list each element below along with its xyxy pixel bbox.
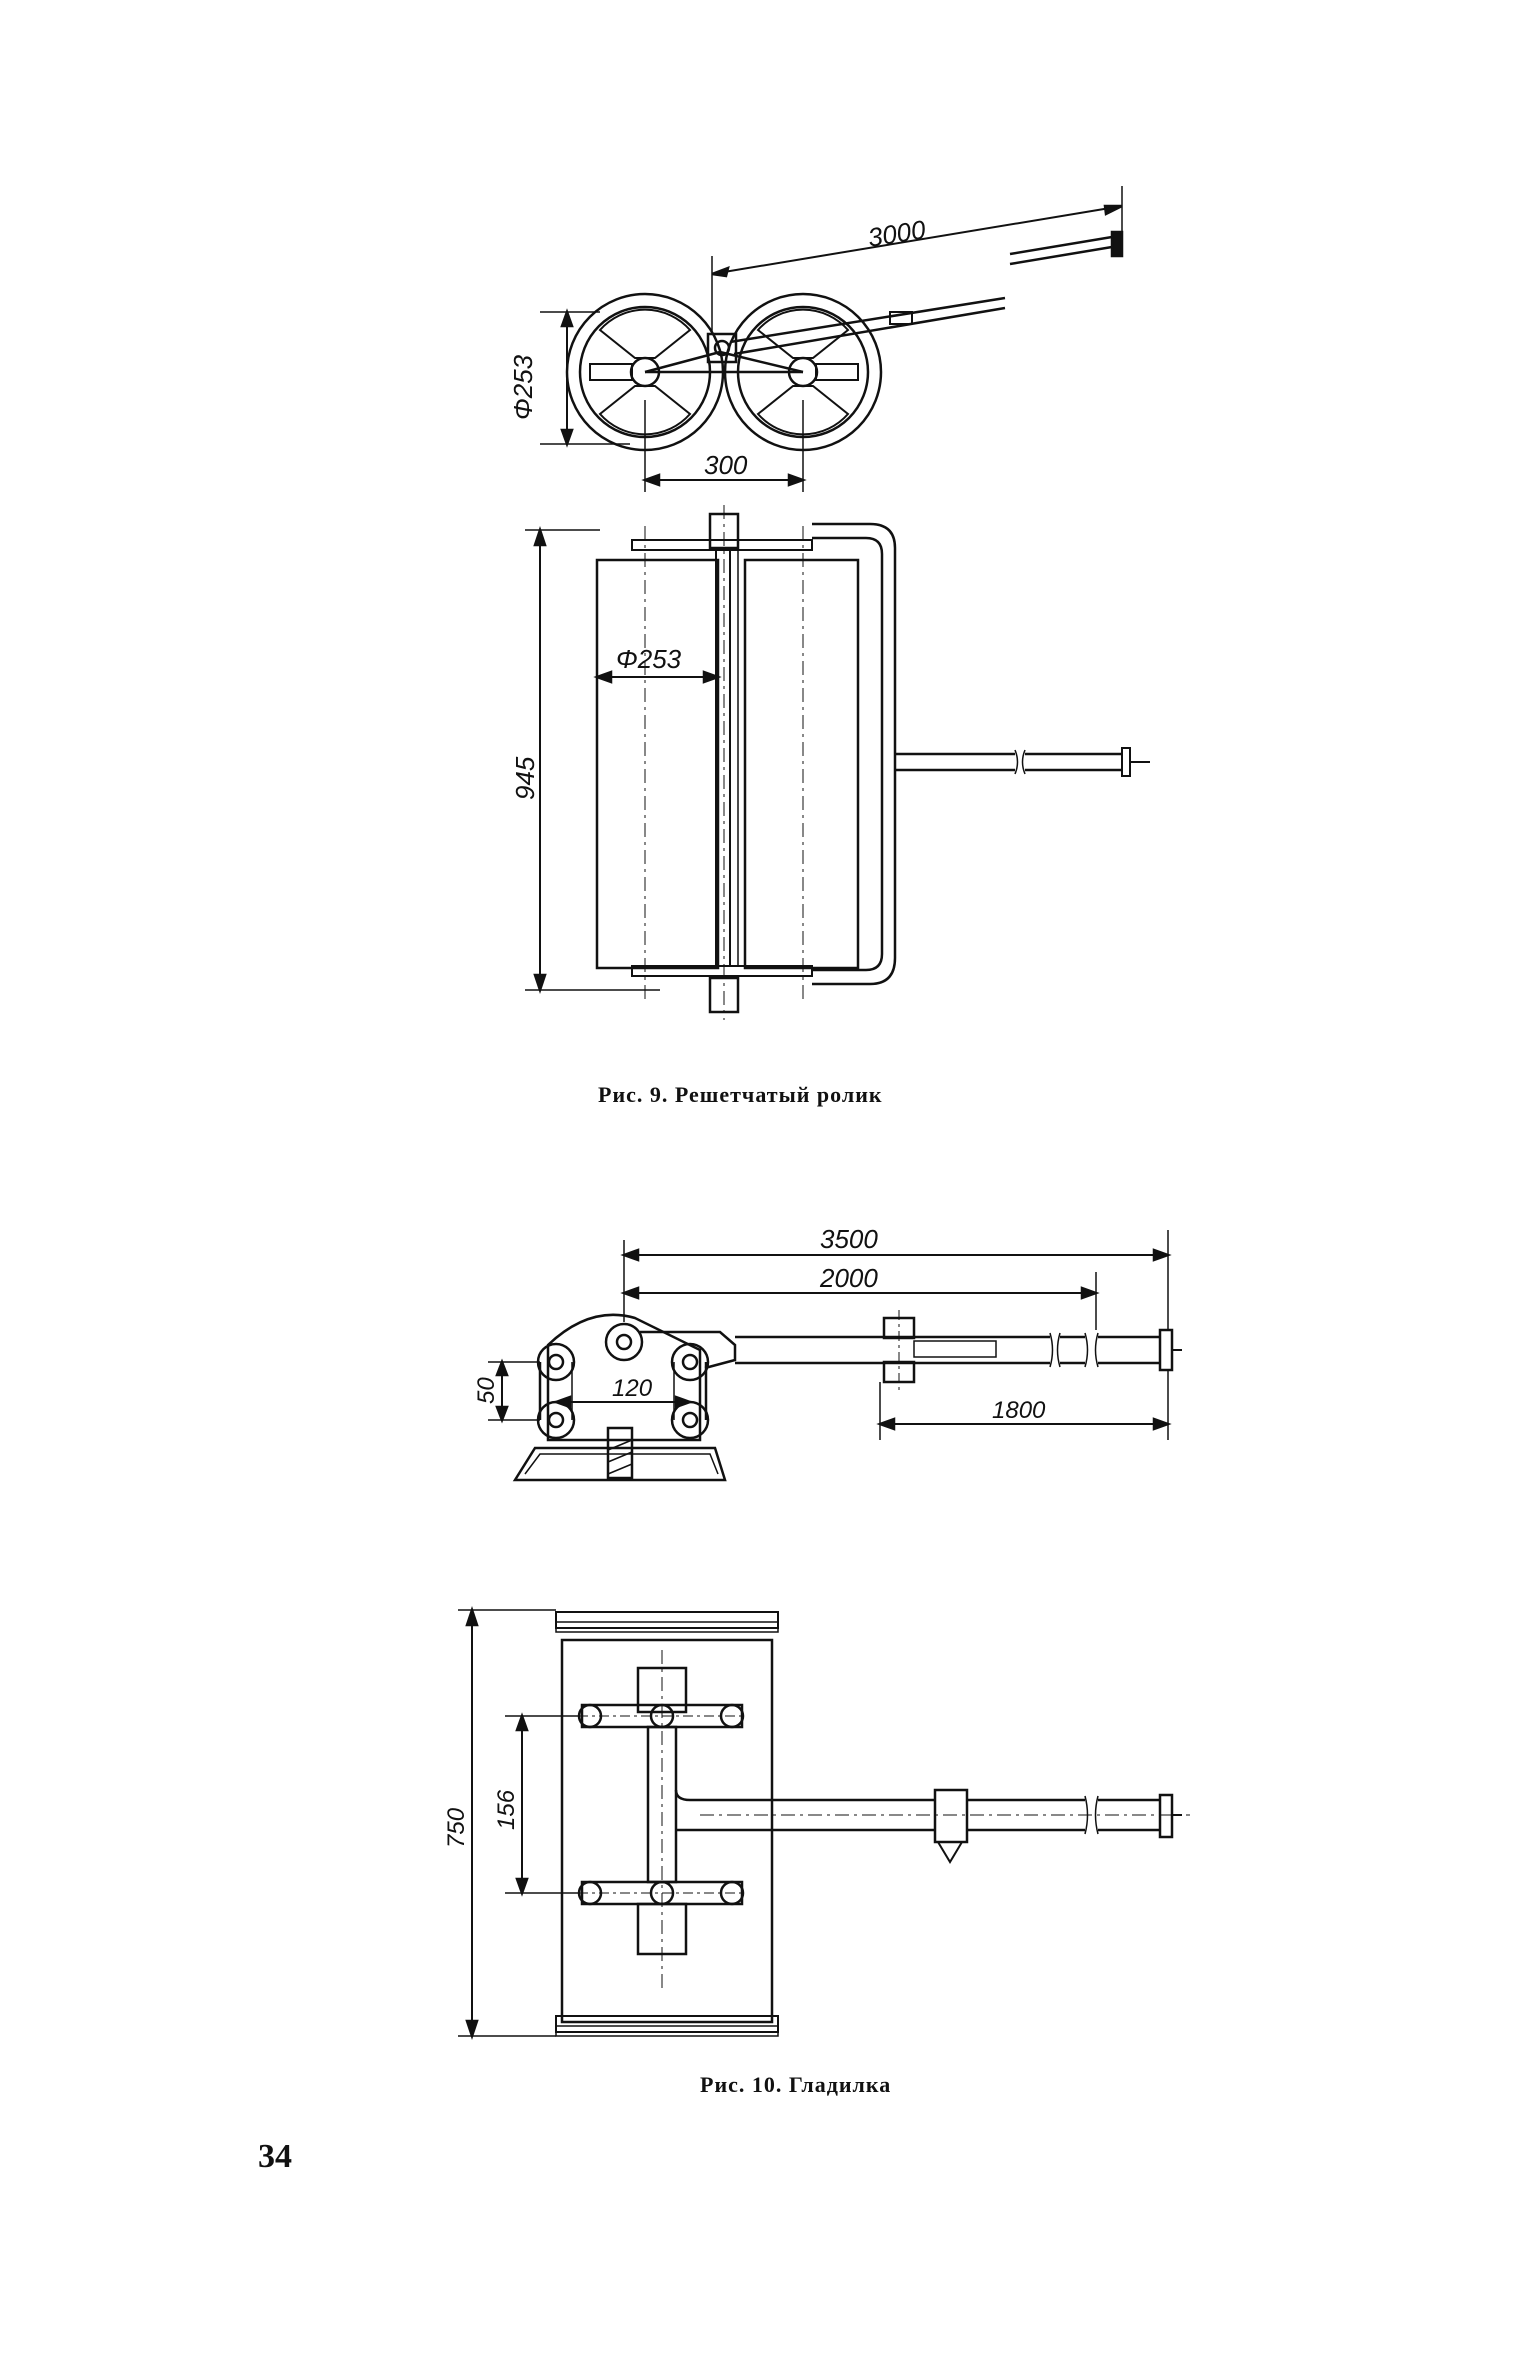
fig10-dim-grip-length: 1800 — [992, 1397, 1046, 1424]
page-number: 34 — [258, 2138, 292, 2175]
fig10-dim-total-length: 3500 — [820, 1224, 878, 1254]
fig10-dim-width: 750 — [443, 1807, 470, 1848]
fig9-dim-diameter-plan: Φ253 — [616, 644, 682, 674]
fig9-dim-axle-spacing: 300 — [704, 450, 748, 480]
fig9-side-view — [540, 186, 1124, 492]
fig9-dim-diameter-side: Φ253 — [508, 354, 538, 420]
fig10-dim-pivot-spacing: 120 — [612, 1375, 653, 1402]
fig10-side-view — [488, 1230, 1182, 1482]
fig10-dim-pivot-height: 50 — [473, 1377, 500, 1404]
fig9-plan-view — [525, 505, 1150, 1020]
figure9-caption: Рис. 9. Решетчатый ролик — [598, 1082, 883, 1107]
figure10-caption: Рис. 10. Гладилка — [700, 2072, 892, 2097]
fig10-dim-handle-length: 2000 — [819, 1263, 878, 1293]
fig9-dim-width: 945 — [510, 756, 540, 800]
fig9-dim-handle-length: 3000 — [866, 214, 928, 253]
fig10-plan-view — [458, 1606, 1190, 2040]
fig10-dim-bolt-spacing: 156 — [493, 1789, 520, 1830]
